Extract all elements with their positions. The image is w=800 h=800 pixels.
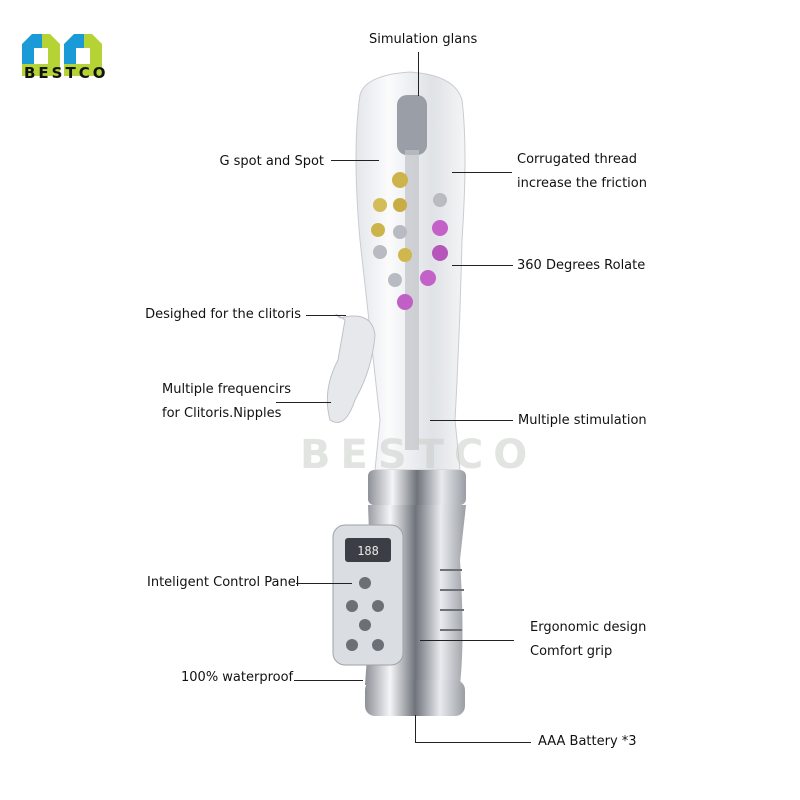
label-corrugated-1: Corrugated thread: [517, 152, 638, 167]
leader-line: [420, 640, 514, 641]
label-frequencies-2: for Clitoris.Nipples: [162, 406, 282, 421]
label-simulation-glans: Simulation glans: [369, 32, 478, 47]
beads: [371, 172, 448, 310]
label-stimulation: Multiple stimulation: [518, 413, 647, 428]
leader-line: [452, 172, 512, 173]
label-ergonomic-2: Comfort grip: [530, 644, 613, 659]
leader-line: [415, 715, 416, 742]
leader-line: [294, 680, 363, 681]
leader-line: [276, 402, 331, 403]
leader-line: [306, 315, 346, 316]
leader-line: [452, 265, 513, 266]
brand-name: BESTCO: [24, 64, 109, 82]
label-control-panel: Inteligent Control Panel: [147, 575, 300, 590]
leader-line: [296, 583, 352, 584]
label-clitoris: Desighed for the clitoris: [145, 307, 301, 322]
leader-line: [331, 160, 379, 161]
label-g-spot: G spot and Spot: [219, 154, 324, 169]
label-frequencies-1: Multiple frequencirs: [162, 382, 292, 397]
label-rotate: 360 Degrees Rolate: [517, 258, 646, 273]
leader-line: [430, 420, 513, 421]
bestco-logo-icon: [22, 34, 102, 76]
label-waterproof: 100% waterproof: [181, 670, 294, 685]
leader-line: [415, 742, 531, 743]
label-battery: AAA Battery *3: [538, 734, 637, 749]
label-ergonomic-1: Ergonomic design: [530, 620, 647, 635]
display-readout: 188: [357, 544, 379, 558]
leader-line: [418, 52, 419, 96]
label-corrugated-2: increase the friction: [517, 176, 647, 191]
